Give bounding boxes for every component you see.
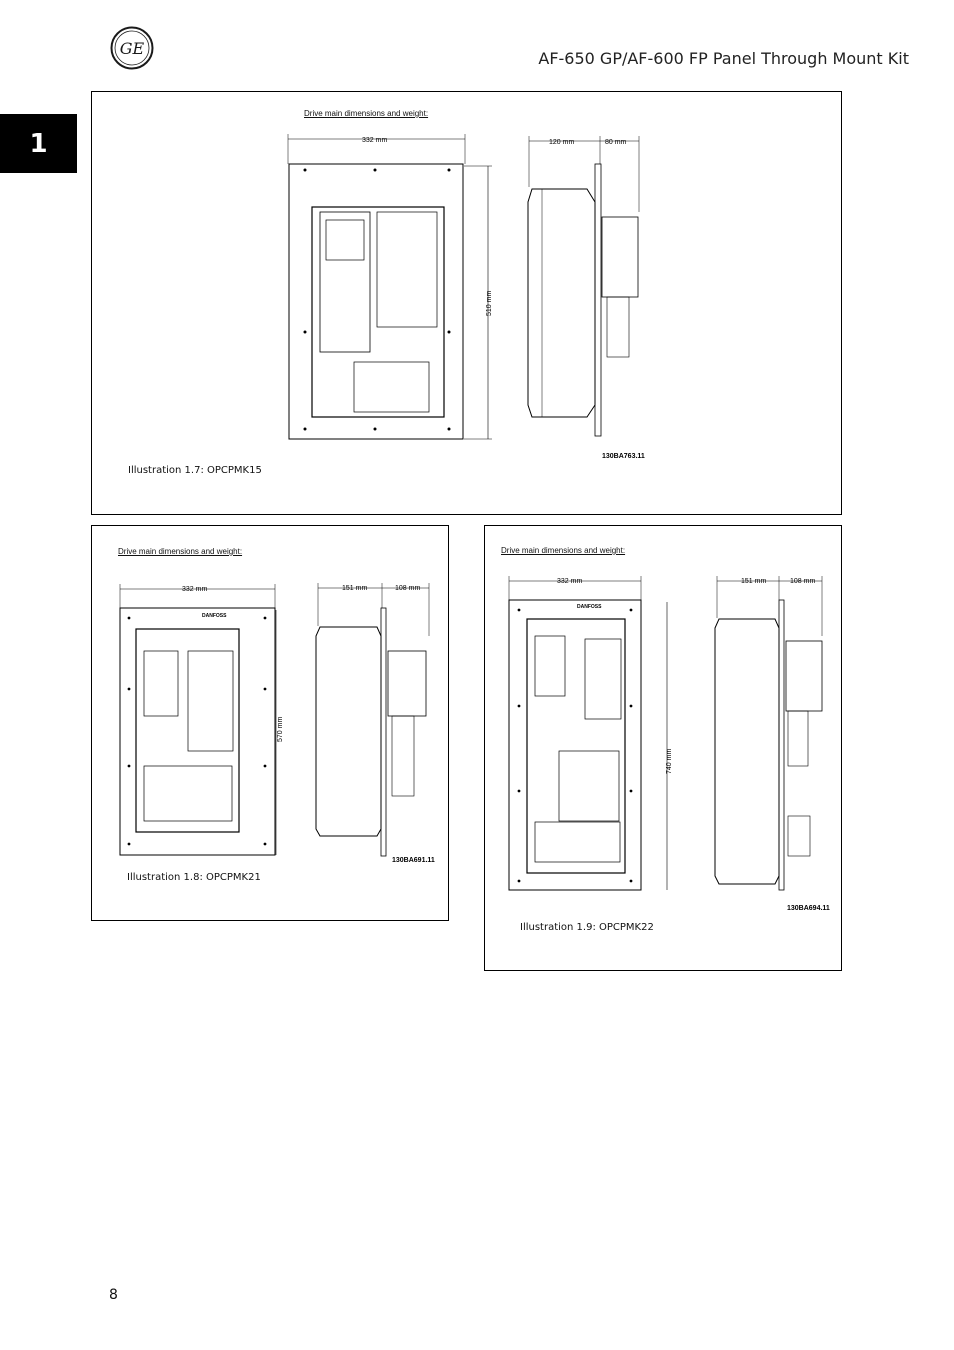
figure-opcpmk15: Drive main dimensions and weight: 332 mm… [91, 91, 842, 515]
depth-front-dim: 151 mm [342, 585, 367, 592]
depth-back-dim: 80 mm [605, 139, 627, 146]
drawing-opcpmk22: 332 mm DANFOSS 740 mm 151 mm 108 mm 130B… [508, 576, 830, 912]
width-dim: 332 mm [557, 578, 582, 585]
depth-front-dim: 120 mm [549, 139, 574, 146]
height-dim: 740 mm [666, 749, 673, 774]
depth-front-dim: 151 mm [741, 578, 766, 585]
ref-code: 130BA691.11 [392, 857, 435, 864]
depth-back-dim: 108 mm [395, 585, 420, 592]
width-dim: 332 mm [182, 586, 207, 593]
drawing-opcpmk21: 332 mm DANFOSS 570 mm 151 mm 108 mm 130B… [119, 583, 435, 864]
width-dim: 332 mm [362, 137, 387, 144]
page-number: 8 [109, 1287, 118, 1303]
figure-caption: Illustration 1.9: OPCPMK22 [520, 922, 654, 933]
figure-heading: Drive main dimensions and weight: [501, 546, 626, 555]
height-dim: 510 mm [486, 291, 493, 316]
height-dim: 570 mm [277, 717, 284, 742]
brand-label: DANFOSS [577, 604, 602, 610]
figure-heading: Drive main dimensions and weight: [118, 547, 243, 556]
ge-logo: GE [110, 26, 154, 70]
figure-heading: Drive main dimensions and weight: [304, 109, 429, 118]
ref-code: 130BA694.11 [787, 905, 830, 912]
document-title: AF-650 GP/AF-600 FP Panel Through Mount … [538, 49, 909, 68]
brand-label: DANFOSS [202, 613, 227, 619]
figure-caption: Illustration 1.8: OPCPMK21 [127, 872, 261, 883]
svg-text:GE: GE [120, 39, 145, 58]
depth-back-dim: 108 mm [790, 578, 815, 585]
ref-code: 130BA763.11 [602, 453, 645, 460]
figure-opcpmk21: Drive main dimensions and weight: 332 mm… [91, 525, 449, 921]
drawing-opcpmk15: 332 mm 510 mm 120 mm 80 mm 130BA763.11 [287, 134, 645, 460]
figure-caption: Illustration 1.7: OPCPMK15 [128, 465, 262, 476]
chapter-tab: 1 [0, 114, 77, 173]
figure-opcpmk22: Drive main dimensions and weight: 332 mm… [484, 525, 842, 971]
